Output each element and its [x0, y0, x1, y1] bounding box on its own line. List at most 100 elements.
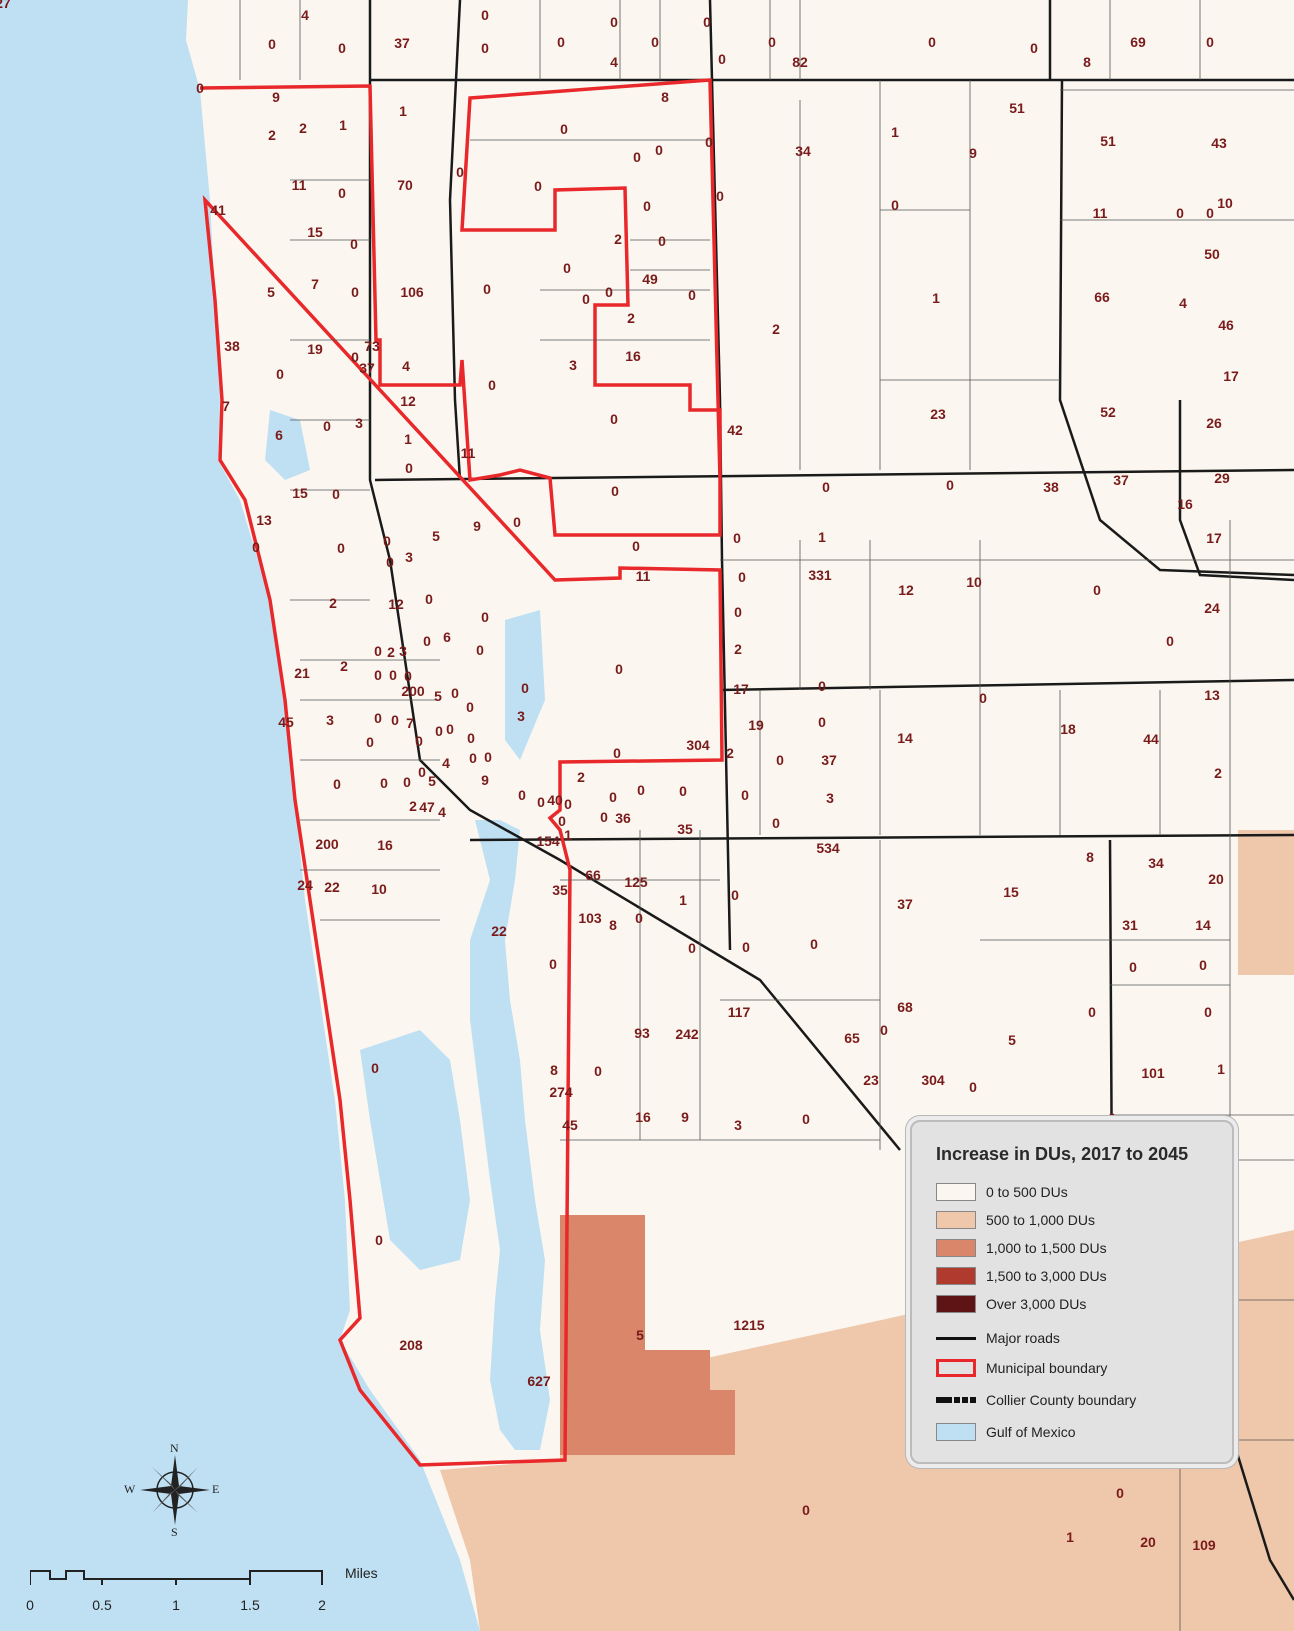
zone-value-label: 0 — [435, 723, 443, 739]
zone-value-label: 0 — [643, 198, 651, 214]
zone-value-label: 0 — [1176, 205, 1184, 221]
zone-value-label: 0 — [688, 940, 696, 956]
zone-value-label: 0 — [521, 680, 529, 696]
zone-value-label: 2 — [627, 310, 635, 326]
zone-value-label: 5 — [1008, 1032, 1016, 1048]
zone-value-label: 15 — [1003, 884, 1019, 900]
zone-value-label: 0 — [537, 794, 545, 810]
zone-value-label: 0 — [403, 774, 411, 790]
zone-value-label: 45 — [562, 1117, 578, 1133]
zone-value-label: 0 — [1088, 1004, 1096, 1020]
legend-title: Increase in DUs, 2017 to 2045 — [936, 1144, 1189, 1164]
zone-value-label: 0 — [386, 554, 394, 570]
zone-value-label: 0 — [891, 197, 899, 213]
zone-value-label: 0 — [558, 813, 566, 829]
zone-value-label: 20 — [1208, 871, 1224, 887]
zone-value-label: 0 — [810, 936, 818, 952]
legend-swatch — [936, 1295, 976, 1313]
zone-value-label: 0 — [979, 690, 987, 706]
legend-class-label: 0 to 500 DUs — [986, 1184, 1068, 1200]
zone-value-label: 35 — [552, 882, 568, 898]
zone-value-label: 2 — [577, 769, 585, 785]
zone-value-label: 8 — [609, 917, 617, 933]
municipal-boundary-icon — [936, 1359, 976, 1377]
legend-swatch — [936, 1267, 976, 1285]
zone-value-label: 627 — [527, 1373, 551, 1389]
compass-east: E — [212, 1482, 220, 1496]
compass-south: S — [171, 1525, 178, 1539]
zone-value-label: 2 — [772, 321, 780, 337]
zone-value-label: 5 — [432, 528, 440, 544]
zone-value-label: 0 — [268, 36, 276, 52]
zone-value-label: 0 — [560, 121, 568, 137]
zone-value-label: 37 — [1113, 472, 1129, 488]
zone-value-label: 0 — [351, 349, 359, 365]
inner-bay — [470, 820, 550, 1450]
zone-value-label: 0 — [802, 1502, 810, 1518]
map-legend: Increase in DUs, 2017 to 2045 0 to 500 D… — [910, 1120, 1234, 1464]
zone-value-label: 0 — [768, 34, 776, 50]
zone-value-label: 38 — [1043, 479, 1059, 495]
zone-value-label: 5 — [428, 773, 436, 789]
zone-value-label: 304 — [686, 737, 710, 753]
zone-value-label: 331 — [808, 567, 832, 583]
zone-value-label: 0 — [405, 460, 413, 476]
zone-value-label: 13 — [1204, 687, 1220, 703]
zone-value-label: 17 — [733, 681, 749, 697]
zone-value-label: 1 — [404, 431, 412, 447]
zone-value-label: 0 — [928, 34, 936, 50]
zone-value-label: 4 — [402, 358, 410, 374]
zone-value-label: 117 — [728, 1004, 751, 1020]
zone-value-label: 0 — [366, 734, 374, 750]
zone-value-label: 47 — [419, 799, 435, 815]
zone-value-label: 3 — [405, 549, 413, 565]
zone-value-label: 0 — [374, 710, 382, 726]
zone-value-label: 200 — [401, 683, 425, 699]
zone-value-label: 106 — [400, 284, 424, 300]
zone-value-label: 0 — [350, 236, 358, 252]
zone-value-label: 2 — [1214, 765, 1222, 781]
zone-value-label: 0 — [338, 40, 346, 56]
legend-county-boundary: Collier County boundary — [936, 1390, 1136, 1410]
zone-value-label: 0 — [738, 569, 746, 585]
zone-value-label: 0 — [1129, 959, 1137, 975]
zone-value-label: 37 — [394, 35, 410, 51]
road-line-icon — [936, 1336, 976, 1340]
zone-value-label: 304 — [921, 1072, 945, 1088]
legend-class-label: 1,500 to 3,000 DUs — [986, 1268, 1107, 1284]
zone-value-label: 1 — [1066, 1529, 1074, 1545]
zone-value-label: 0 — [451, 685, 459, 701]
parcel-boundaries — [239, 0, 1294, 1631]
zone-value-label: 10 — [1217, 195, 1233, 211]
zone-value-label: 109 — [1192, 1537, 1216, 1553]
zone-value-label: 5 — [267, 284, 275, 300]
gulf-of-mexico — [0, 0, 480, 1631]
legend-major-roads-label: Major roads — [986, 1330, 1060, 1346]
zone-value-label: 14 — [1195, 917, 1211, 933]
zone-value-label: 10 — [966, 574, 982, 590]
zone-value-label: 12 — [898, 582, 914, 598]
legend-swatch — [936, 1239, 976, 1257]
zone-value-label: 242 — [675, 1026, 699, 1042]
inner-bay — [505, 610, 545, 760]
legend-gulf: Gulf of Mexico — [936, 1422, 1075, 1442]
scale-tick: 0 — [26, 1597, 34, 1613]
zone-value-label: 12 — [400, 393, 416, 409]
zone-value-label: 36 — [615, 810, 631, 826]
zone-value-label: 7 — [311, 276, 319, 292]
zone-value-label: 3 — [517, 708, 525, 724]
zone-value-label: 1 — [1217, 1061, 1225, 1077]
zone-value-label: 14 — [897, 730, 913, 746]
zone-value-label: 0 — [969, 1079, 977, 1095]
zone-value-label: 11 — [636, 568, 651, 584]
zone-value-label: 11 — [1093, 205, 1108, 221]
legend-swatch — [936, 1211, 976, 1229]
zone-value-label: 51 — [1009, 100, 1025, 116]
zone-value-label: 0 — [1093, 582, 1101, 598]
zone-value-label: 0 — [332, 486, 340, 502]
zone-value-label: 23 — [863, 1072, 879, 1088]
zone-value-label: 8 — [1083, 54, 1091, 70]
zone-value-label: 0 — [802, 1111, 810, 1127]
